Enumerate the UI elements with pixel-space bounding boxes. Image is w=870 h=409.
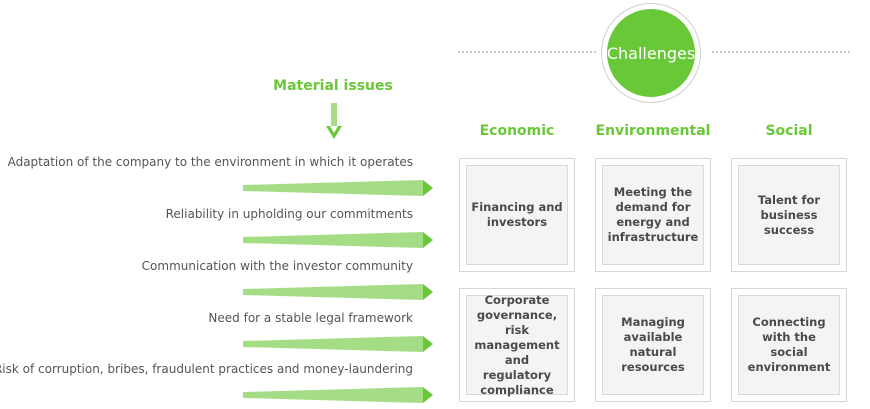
challenge-card-financing: Financing and investors (459, 158, 575, 272)
challenge-card-talent: Talent for business success (731, 158, 847, 272)
tapered-right-arrow-icon (243, 180, 433, 196)
challenge-card-label: Financing and investors (466, 165, 568, 265)
challenges-label: Challenges (607, 9, 695, 97)
chevron-down-arrow-icon (326, 103, 342, 139)
challenges-divider-right (712, 51, 850, 53)
material-issue-2: Reliability in upholding our commitments (165, 207, 413, 221)
material-issue-3: Communication with the investor communit… (141, 259, 413, 273)
challenge-card-label: Managing available natural resources (602, 295, 704, 395)
tapered-right-arrow-icon (243, 336, 433, 352)
material-issues-title: Material issues (273, 78, 393, 94)
challenge-card-label: Corporate governance, risk management an… (466, 293, 568, 397)
column-heading-environmental: Environmental (595, 123, 711, 139)
challenge-card-natural-resources: Managing available natural resources (595, 288, 711, 402)
challenge-card-label: Talent for business success (738, 165, 840, 265)
tapered-right-arrow-icon (243, 232, 433, 248)
challenge-card-label: Connecting with the social environment (738, 295, 840, 395)
column-heading-social: Social (765, 123, 813, 139)
challenge-card-label: Meeting the demand for energy and infras… (602, 165, 704, 265)
challenge-card-social-environment: Connecting with the social environment (731, 288, 847, 402)
challenges-divider-left (458, 51, 596, 53)
tapered-right-arrow-icon (243, 387, 433, 403)
material-issue-1: Adaptation of the company to the environ… (7, 155, 413, 169)
challenge-card-energy-demand: Meeting the demand for energy and infras… (595, 158, 711, 272)
column-heading-economic: Economic (479, 123, 555, 139)
challenges-badge: Challenges (601, 3, 701, 103)
tapered-right-arrow-icon (243, 284, 433, 300)
material-issue-5: Risk of corruption, bribes, fraudulent p… (0, 362, 413, 376)
material-issue-4: Need for a stable legal framework (208, 311, 413, 325)
challenge-card-governance: Corporate governance, risk management an… (459, 288, 575, 402)
